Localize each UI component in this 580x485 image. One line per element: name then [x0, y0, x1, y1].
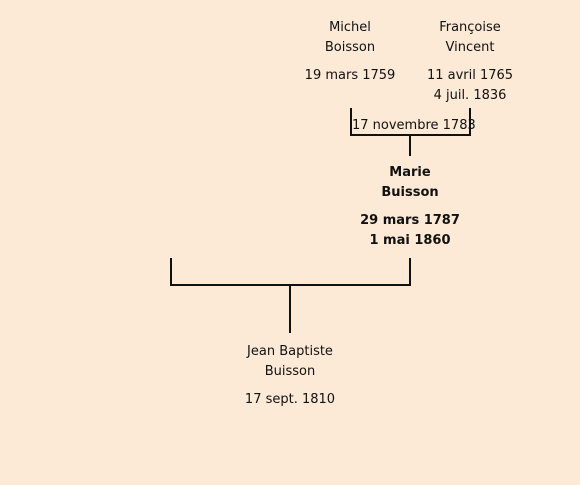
- mother-death-date: 4 juil. 1836: [433, 88, 507, 103]
- spouse-bracket-left: [170, 258, 172, 286]
- root-birth-date: 29 mars 1787: [360, 213, 460, 228]
- parents-to-root-line: [409, 136, 411, 156]
- mother-first-name: Françoise: [439, 20, 501, 35]
- mother-card[interactable]: Françoise Vincent 11 avril 1765 4 juil. …: [420, 18, 520, 106]
- child-first-name: Jean Baptiste: [247, 344, 333, 359]
- father-birth-date: 19 mars 1759: [304, 68, 396, 83]
- child-dates: 17 sept. 1810: [220, 390, 360, 410]
- father-dates: 19 mars 1759: [300, 66, 400, 86]
- spouse-bracket-bottom: [170, 284, 411, 286]
- child-card[interactable]: Jean Baptiste Buisson 17 sept. 1810: [220, 342, 360, 410]
- parents-bracket-bottom: [350, 134, 471, 136]
- father-first-name: Michel: [329, 20, 371, 35]
- spouse-bracket-right: [409, 258, 411, 286]
- child-birth-date: 17 sept. 1810: [244, 392, 336, 407]
- mother-birth-date: 11 avril 1765: [426, 68, 514, 83]
- father-last-name: Boisson: [324, 40, 376, 55]
- mother-last-name: Vincent: [445, 40, 495, 55]
- root-last-name: Buisson: [381, 185, 439, 200]
- root-person-card[interactable]: Marie Buisson 29 mars 1787 1 mai 1860: [350, 163, 470, 251]
- parents-bracket-right: [469, 108, 471, 136]
- root-first-name: Marie: [389, 165, 431, 180]
- parents-bracket-left: [350, 108, 352, 136]
- child-last-name: Buisson: [264, 364, 316, 379]
- root-dates: 29 mars 1787 1 mai 1860: [350, 211, 470, 251]
- parents-marriage-date: 17 novembre 1783: [352, 118, 476, 133]
- mother-dates: 11 avril 1765 4 juil. 1836: [420, 66, 520, 106]
- father-card[interactable]: Michel Boisson 19 mars 1759: [300, 18, 400, 86]
- root-death-date: 1 mai 1860: [369, 233, 451, 248]
- bracket-to-child-line: [289, 286, 291, 333]
